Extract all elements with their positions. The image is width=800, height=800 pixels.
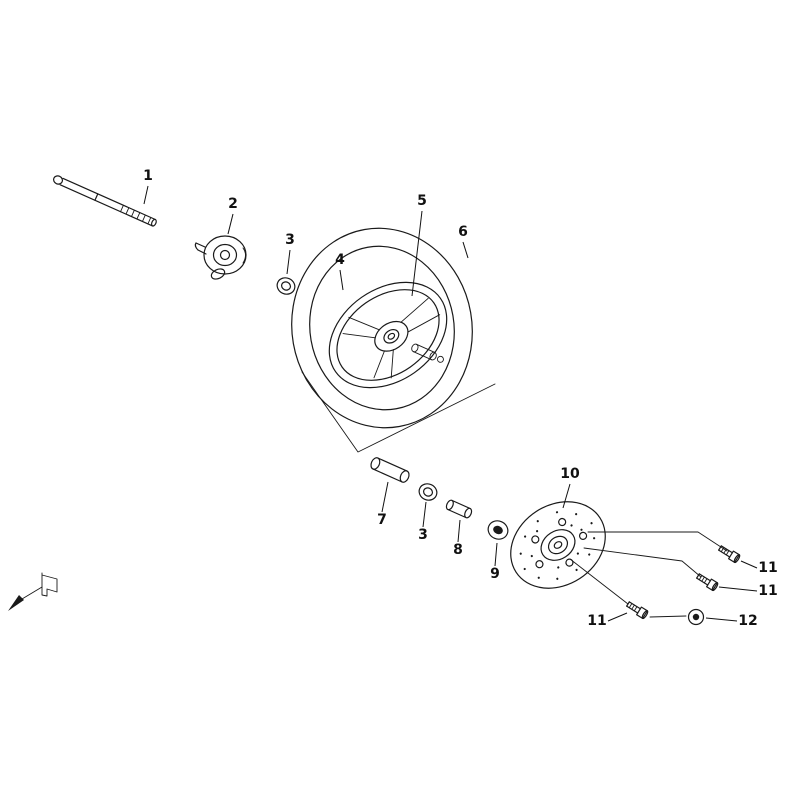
orientation-marker-icon [8, 572, 58, 611]
separation-line [301, 371, 496, 453]
part-8-spacer [445, 499, 473, 519]
part-7-spacer [370, 457, 410, 483]
axle-threads [120, 204, 152, 225]
part-3-collar-upper [276, 277, 296, 295]
part-2-gearbox [194, 235, 247, 280]
callout-10: 10 [560, 466, 580, 482]
callout-11-c: 11 [587, 613, 606, 629]
part-10-brake-disc [510, 501, 606, 589]
callout-labels: 1 2 3 4 5 6 7 3 8 9 10 11 11 11 12 [143, 168, 778, 629]
fastener-alignment-lines [569, 531, 728, 618]
callout-5: 5 [417, 193, 427, 209]
tire-part-6 [291, 227, 473, 429]
part-9-seal [487, 520, 509, 540]
part-12-nut [687, 608, 705, 626]
callout-3-lower: 3 [418, 527, 428, 543]
callout-8: 8 [453, 542, 463, 558]
disc-bolt-holes [531, 517, 588, 569]
callout-1: 1 [143, 168, 153, 184]
callout-11-b: 11 [758, 583, 777, 599]
callout-3-upper: 3 [285, 232, 295, 248]
callout-4: 4 [335, 252, 345, 268]
callout-2: 2 [228, 196, 238, 212]
callout-leader-lines [143, 185, 758, 622]
callout-11-a: 11 [758, 560, 777, 576]
callout-7: 7 [377, 512, 387, 528]
callout-9: 9 [490, 566, 500, 582]
rim-hub-part-4-5 [328, 281, 448, 389]
part-11-bolt-b [696, 573, 719, 592]
hub-sleeve-detail [411, 343, 444, 363]
part-3-collar-lower [418, 483, 438, 501]
callout-12: 12 [738, 613, 757, 629]
part-11-bolt-a [718, 545, 741, 564]
disc-surface-dots [519, 511, 596, 580]
part-1-axle [52, 175, 157, 227]
wheel-spokes [342, 297, 441, 379]
callout-6: 6 [458, 224, 468, 240]
part-11-bolt-c [626, 601, 649, 620]
